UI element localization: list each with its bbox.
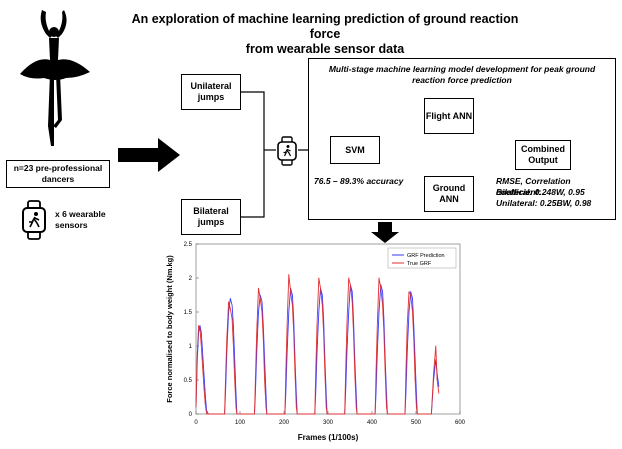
x-axis-label: Frames (1/100s) [298, 433, 359, 442]
combined-output-box: Combined Output [515, 140, 571, 170]
svm-label: SVM [345, 144, 365, 155]
unilateral-jumps-label: Unilateral jumps [190, 81, 232, 102]
participants-box: n=23 pre-professional dancers [6, 160, 110, 188]
combined-output-label: Combined Output [521, 144, 565, 165]
unilateral-jumps-box: Unilateral jumps [181, 74, 241, 110]
svm-box: SVM [330, 136, 380, 164]
legend-label: True GRF [407, 261, 432, 267]
smartwatch-icon [22, 200, 46, 240]
title-line-1: An exploration of machine learning predi… [131, 12, 519, 41]
grf-chart: 0 100 200 300 400 500 600 0 0.5 1 1.5 2 2.5 GRF Pred… [165, 242, 466, 442]
title-line-2: from wearable sensor data [245, 42, 405, 56]
series-lines [195, 274, 440, 415]
sensor-count-label: x 6 wearable sensors [55, 209, 106, 230]
series-line-true-grf [195, 274, 440, 415]
x-tick-label: 200 [279, 420, 290, 426]
ground-ann-box: Ground ANN [424, 176, 474, 212]
x-tick-label: 400 [367, 420, 378, 426]
accuracy-label: 76.5 – 89.3% accuracy [314, 176, 404, 186]
poster-title: An exploration of machine learning predi… [120, 12, 530, 57]
y-tick-label: 2 [189, 276, 193, 282]
bilateral-jumps-box: Bilateral jumps [181, 199, 241, 235]
y-tick-label: 0.5 [184, 378, 193, 384]
arrow-right-icon [118, 138, 180, 172]
sensor-watch-icon [277, 136, 297, 166]
participants-label: n=23 pre-professional dancers [13, 163, 103, 184]
x-tick-label: 0 [194, 420, 198, 426]
y-tick-label: 2.5 [184, 242, 193, 248]
ground-ann-label: Ground ANN [432, 183, 466, 204]
x-tick-label: 100 [235, 420, 246, 426]
model-panel-heading: Multi-stage machine learning model devel… [328, 64, 596, 85]
legend-label: GRF Prediction [407, 253, 445, 259]
y-tick-label: 1.5 [184, 310, 193, 316]
ballerina-icon [20, 10, 90, 146]
flight-ann-box: Flight ANN [424, 98, 474, 134]
flight-ann-label: Flight ANN [425, 110, 473, 121]
rmse-unilateral: Unilateral: 0.25BW, 0.98 [496, 198, 592, 208]
x-tick-label: 600 [455, 420, 466, 426]
y-axis-label: Force normalised to body weight (Nm.kg) [165, 255, 174, 403]
x-tick-label: 300 [323, 420, 334, 426]
bilateral-jumps-label: Bilateral jumps [193, 206, 229, 227]
y-tick-label: 1 [189, 344, 193, 350]
axis-ticks: 0 100 200 300 400 500 600 0 0.5 1 1.5 2 2.5 [184, 242, 466, 426]
rmse-bilateral: Bilateral: 0.248W, 0.95 [496, 187, 585, 197]
y-tick-label: 0 [189, 412, 193, 418]
rmse-title: RMSE, Correlation coefficient: [496, 176, 571, 197]
x-tick-label: 500 [411, 420, 422, 426]
